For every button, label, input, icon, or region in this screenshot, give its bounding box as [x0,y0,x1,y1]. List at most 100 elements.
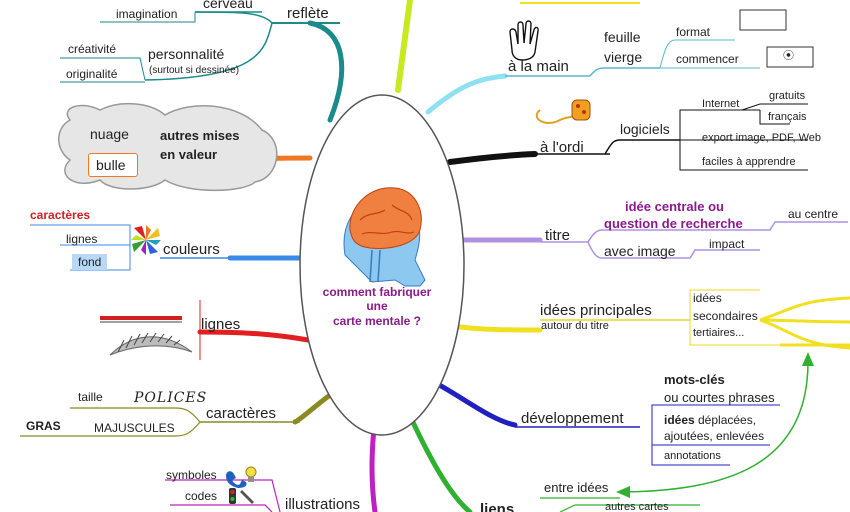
central-title-line-2: une [366,299,388,314]
internet-sub [741,103,808,125]
node-deplacees: déplacées, [698,413,757,427]
format-box [739,9,787,31]
node-cerveau: cerveau [203,0,253,11]
node-reflete: reflète [287,5,329,22]
node-creativite: créativité [68,42,117,56]
traffic-light-icon [229,488,236,504]
node-avec-image: avec image [604,243,676,259]
node-polices: POLICES [134,390,208,406]
node-idees-word: idées [664,413,695,427]
node-secondaires: secondaires [693,309,758,323]
node-autres-cartes: autres cartes [605,501,669,512]
node-au-centre: au centre [788,207,839,221]
liens-arrow-curve [624,357,809,493]
node-illustrations: illustrations [285,496,361,512]
node-en-valeur: en valeur [160,147,218,162]
hand-icon [509,20,539,61]
creativite-line [60,57,146,81]
branch-top-yellow [395,0,413,93]
node-liens: liens [480,501,515,512]
node-idees-principales: idées principales [540,302,652,319]
node-nuage: nuage [90,126,129,142]
node-lignes: lignes [201,316,241,333]
branch-main [425,73,508,115]
liens-arrow-head-left [616,486,630,498]
node-autres-mises: autres mises [160,128,240,143]
node-gratuits: gratuits [769,90,806,102]
pencil-icon [240,490,254,504]
node-idees-secondaires-1: idées [693,291,722,305]
node-personnalite-note: (surtout si dessinée) [149,65,240,76]
logiciels-fan [679,109,808,171]
commencer-box [766,46,814,68]
node-tertiaires: tertiaires... [693,327,745,339]
node-francais: français [768,111,807,123]
node-internet: Internet [702,98,740,110]
node-taille: taille [78,390,103,404]
node-ajoutees: ajoutées, enlevées [664,429,765,443]
node-a-l-ordi: à l'ordi [540,139,584,156]
node-developpement: développement [521,410,624,427]
idees-yellow-tree [759,296,850,350]
central-title-line-3: carte mentale ? [332,313,422,328]
node-personnalite: personnalité [148,46,225,62]
node-impact: impact [709,237,745,251]
ordi-to-logiciels [604,139,680,155]
node-caracteres: caractères [206,405,277,422]
node-entre-idees: entre idées [544,480,609,495]
node-majuscules: MAJUSCULES [94,421,175,435]
branch-idees [449,323,543,333]
lightbulb-icon [245,466,257,482]
node-vierge: vierge [604,49,643,65]
branch-caracteres [292,392,333,425]
developpement-fan [651,404,780,466]
idees-bracket [689,289,780,346]
titre-fan [587,221,848,259]
node-faciles: faciles à apprendre [702,156,796,168]
node-gras: GRAS [26,419,61,433]
liens-fan [540,497,700,512]
format-line [659,39,735,69]
node-caracteres-red: caractères [30,208,91,222]
branch-reflete [307,20,345,123]
illustrations-fan [165,479,281,512]
node-annotations: annotations [664,450,721,462]
node-imagination: imagination [116,7,178,21]
main-to-feuille [589,67,605,77]
pinwheel-icon [131,225,161,255]
imagination-line [100,12,196,23]
liens-arrow-head-top [802,352,814,366]
node-question-recherche: question de recherche [604,216,743,231]
node-autour-du-titre: autour du titre [541,320,609,332]
node-originalite: originalité [66,67,118,81]
reflete-sub-personnalite [144,22,273,81]
node-lignes-small: lignes [66,232,98,246]
node-bulle: bulle [96,157,126,173]
node-export: export image, PDF, Web [702,132,822,144]
bulle-box [88,153,138,177]
phone-icon [226,471,247,488]
node-format: format [676,25,711,39]
node-couleurs: couleurs [163,241,220,258]
node-logiciels: logiciels [620,121,670,137]
node-commencer: commencer [676,52,739,66]
couleurs-fan [30,224,131,271]
branch-ordi [447,151,538,165]
node-mots-cles: mots-clés [664,372,725,387]
caracteres-fan [20,407,201,437]
central-title-line-1: comment fabriquer [322,285,432,299]
brain-illustration [343,187,426,287]
central-title: comment fabriquer une carte mentale ? [302,285,452,328]
branch-developpement [427,377,518,428]
node-codes: codes [185,489,218,503]
node-a-la-main: à la main [508,58,569,75]
node-feuille: feuille [604,29,641,45]
computer-mouse-icon [535,99,591,124]
node-idee-centrale: idée centrale ou [625,199,724,214]
reflete-sub-cerveau [194,11,273,24]
branch-lignes [197,329,311,343]
node-fond: fond [72,254,108,270]
node-symboles: symboles [166,468,217,482]
